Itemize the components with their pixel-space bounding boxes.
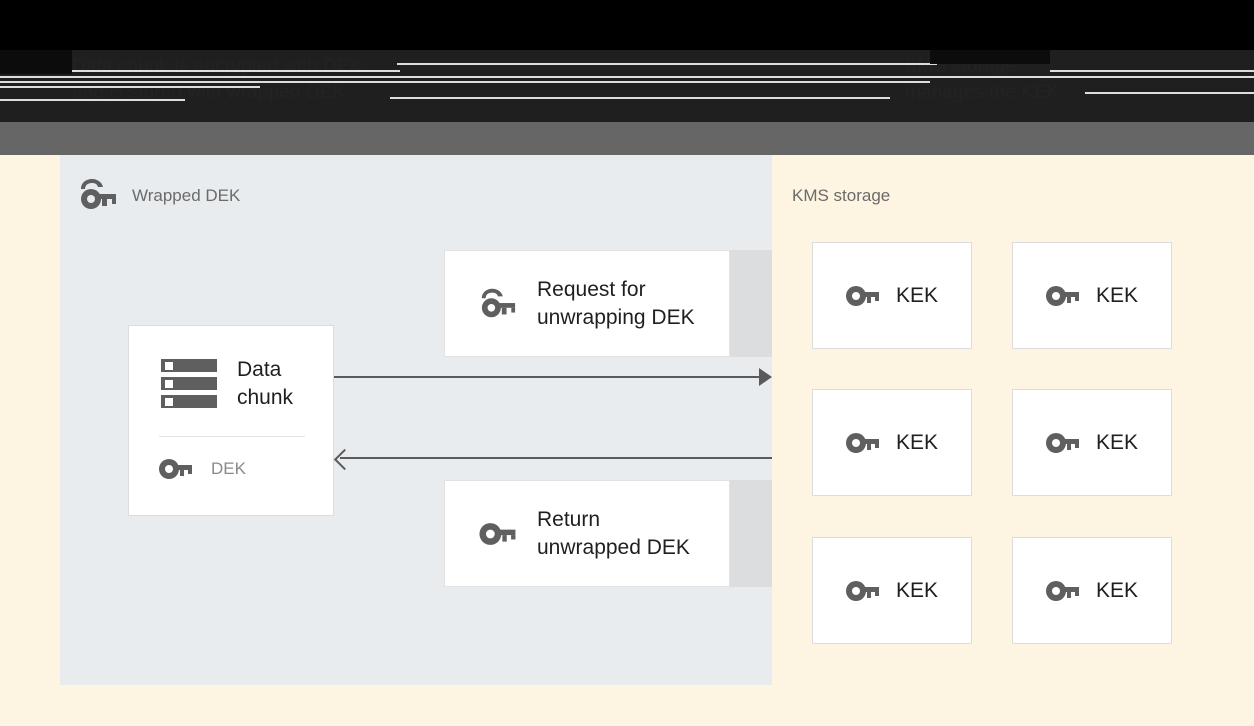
header-streak bbox=[1050, 70, 1254, 72]
wrapped-key-icon bbox=[78, 179, 118, 211]
header-streak bbox=[0, 86, 260, 88]
wrapped-dek-title: Wrapped DEK bbox=[132, 186, 241, 205]
key-icon bbox=[845, 285, 880, 307]
key-icon bbox=[1045, 285, 1080, 307]
kek-card[interactable]: KEK bbox=[812, 389, 972, 496]
data-chunk-label: Data chunk bbox=[237, 358, 294, 409]
storage-bars-icon bbox=[161, 359, 217, 409]
key-icon bbox=[1045, 432, 1080, 454]
kek-label: KEK bbox=[895, 430, 939, 454]
return-unwrapped-card[interactable]: Return unwrapped DEK bbox=[444, 480, 730, 587]
kek-label: KEK bbox=[1095, 430, 1139, 454]
kek-card[interactable]: KEK bbox=[812, 537, 972, 644]
kek-label: KEK bbox=[895, 283, 939, 307]
top-black-band bbox=[0, 0, 1254, 50]
request-card-row: Request for unwrapping DEK bbox=[445, 251, 729, 356]
header-right-caption: KMS storage manages the KEK bbox=[905, 56, 1060, 103]
header-streak bbox=[0, 70, 400, 72]
header-gray-band bbox=[0, 122, 1254, 155]
header-streak bbox=[397, 63, 937, 65]
request-card-label: Request for unwrapping DEK bbox=[537, 277, 695, 329]
kek-card[interactable]: KEK bbox=[1012, 537, 1172, 644]
return-card-clip-band bbox=[730, 480, 772, 587]
header-streak bbox=[0, 81, 930, 83]
wrapped-key-icon bbox=[479, 288, 517, 320]
key-icon bbox=[845, 580, 880, 602]
dek-label: DEK bbox=[211, 459, 246, 478]
header-streak bbox=[0, 99, 185, 101]
header-streak bbox=[0, 50, 72, 74]
return-card-row: Return unwrapped DEK bbox=[445, 481, 729, 586]
header-streak bbox=[390, 97, 890, 99]
header-streak bbox=[0, 76, 1254, 78]
return-arrow-line bbox=[340, 457, 772, 459]
data-chunk-divider bbox=[159, 436, 305, 437]
kek-card[interactable]: KEK bbox=[1012, 389, 1172, 496]
kek-card[interactable]: KEK bbox=[812, 242, 972, 349]
key-icon bbox=[159, 458, 193, 480]
kek-label: KEK bbox=[895, 578, 939, 602]
key-icon bbox=[845, 432, 880, 454]
kek-label: KEK bbox=[1095, 578, 1139, 602]
kek-card[interactable]: KEK bbox=[1012, 242, 1172, 349]
data-chunk-header: Data chunk bbox=[129, 326, 333, 412]
header-streak bbox=[930, 50, 1050, 64]
request-unwrap-card[interactable]: Request for unwrapping DEK bbox=[444, 250, 730, 357]
header-streak bbox=[1085, 92, 1254, 94]
key-icon bbox=[479, 522, 517, 546]
request-arrow-line bbox=[334, 376, 762, 378]
kek-label: KEK bbox=[1095, 283, 1139, 307]
data-chunk-dek-row: DEK bbox=[159, 458, 246, 480]
kms-storage-title: KMS storage bbox=[792, 186, 891, 205]
request-card-clip-band bbox=[730, 250, 772, 357]
return-card-label: Return unwrapped DEK bbox=[537, 507, 690, 559]
key-icon bbox=[1045, 580, 1080, 602]
data-chunk-card[interactable]: Data chunk DEK bbox=[128, 325, 334, 516]
request-arrow-head bbox=[759, 368, 772, 386]
